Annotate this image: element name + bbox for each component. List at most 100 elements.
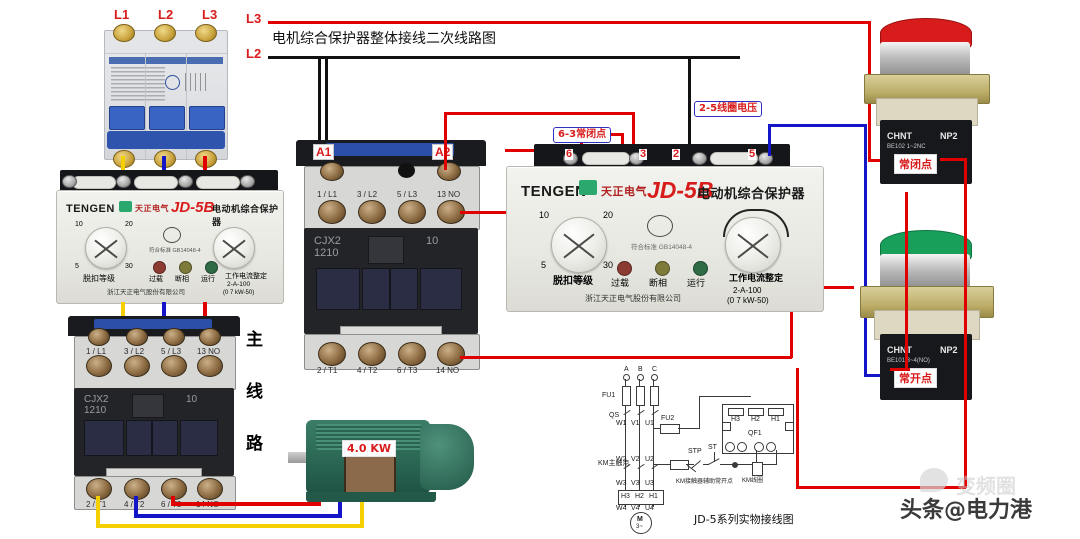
- contactor-top-screw-a2: [437, 162, 461, 181]
- schematic-supply-c: C: [652, 366, 658, 373]
- schematic-line3-u3: U3: [645, 480, 654, 487]
- page-title: 电机综合保护器整体接线二次线路图: [272, 31, 496, 47]
- schematic-motor-symbol: [630, 512, 652, 534]
- contactor-top-screw-1l1: [318, 200, 346, 224]
- protector-left-led-label-overload: 过载: [149, 275, 163, 283]
- schematic-line2-u2: U2: [645, 456, 654, 463]
- pushbutton-start[interactable]: CHNT NP2 BE101 3~4(NO) 常开点: [852, 222, 1000, 406]
- protector-right-term-label-2: 2: [672, 148, 681, 160]
- breaker-terminal-screw: [195, 24, 217, 42]
- schematic-blk-h3: H3: [731, 416, 740, 423]
- schematic-line1-u1: U1: [645, 420, 654, 427]
- protector-right-tick-20: 20: [603, 210, 614, 220]
- schematic-control-top: [699, 396, 751, 397]
- schematic-fu2-lead: [653, 428, 661, 429]
- schematic-blk-right-run: [776, 450, 777, 464]
- contactor-top-screw-4t2: [358, 342, 386, 366]
- wire-bottom-red-down: [171, 496, 175, 506]
- wire-to-term3: [632, 112, 635, 152]
- schematic-motor-label: M: [637, 516, 643, 523]
- phase-label-l1: L1: [114, 7, 130, 22]
- schematic-fu2-label: FU2: [661, 415, 675, 422]
- breaker-toggle[interactable]: [109, 106, 145, 130]
- contactor-bottom-screw-top-4: [199, 328, 221, 346]
- contactor-top-tag-a2: A2: [432, 144, 454, 160]
- schematic-qs-label: QS: [609, 412, 620, 419]
- schematic-aux-note: KM接触器辅助常开点: [676, 479, 734, 485]
- schematic-line2-v2: V2: [631, 456, 640, 463]
- protector-right-tick-10: 10: [539, 210, 550, 220]
- motor-terminal-box: [344, 452, 396, 496]
- schematic-km-main-label: KM主触点: [598, 460, 630, 467]
- protector-right-product: 电动机综合保护器: [697, 187, 806, 202]
- protector-right-slot: [710, 152, 758, 165]
- protector-right-current-sub: (0 7 kW-50): [727, 296, 769, 305]
- contactor-top-label-14no: 14 NO: [436, 366, 460, 375]
- protector-left-slot: [196, 176, 240, 189]
- pushbutton-start-bezel: [880, 254, 970, 288]
- schematic-control-riser: [699, 396, 700, 429]
- protector-left-current-range: 2-A-100: [227, 281, 251, 288]
- wire-bottom-yellow-right: [96, 524, 364, 528]
- protector-left-terminal-screw: [62, 175, 77, 188]
- breaker-seam: [186, 53, 187, 159]
- protector-left-trip-dial[interactable]: [85, 227, 127, 269]
- contactor-bottom-label-5l3: 5 / L3: [161, 347, 182, 356]
- contactor-top-screw-5l3: [398, 200, 426, 224]
- protector-left-brand: TENGEN: [66, 203, 115, 215]
- wire-stop-lower-stub: [905, 192, 908, 218]
- protector-right-term-label-6: 6: [565, 148, 574, 160]
- schematic-terminal-dot: [737, 442, 747, 452]
- schematic-line1-v1: V1: [631, 420, 640, 427]
- pushbutton-stop[interactable]: CHNT NP2 BE102 1~2NC 常闭点: [852, 14, 1000, 194]
- schematic-ct-block: [618, 490, 664, 505]
- protector-right-model: JD-5B: [647, 177, 714, 203]
- breaker-terminal-screw: [154, 24, 176, 42]
- breaker-tie-bar[interactable]: [107, 131, 225, 149]
- breaker-toggle[interactable]: [149, 106, 185, 130]
- protector-right-company: 浙江天正电气股份有限公司: [585, 294, 681, 303]
- wire-l2-down-a1: [318, 56, 321, 145]
- breaker-cert-icon: [165, 75, 180, 90]
- contactor-top-window: [316, 268, 360, 310]
- schematic-fuse-1c: [650, 386, 659, 406]
- protector-left: TENGEN 天正电气 JD-5B 电动机综合保护器 10 20 5 30 脱扣…: [56, 190, 284, 304]
- protector-right-screw-2: [692, 152, 707, 165]
- schematic-st-top: [714, 452, 715, 462]
- protector-left-current-dial[interactable]: [213, 227, 255, 269]
- breaker-coil-icon: [185, 73, 207, 91]
- protector-left-led-phase: [179, 261, 192, 274]
- protector-right-ccc-icon: [647, 215, 673, 237]
- protector-right-dial-arrow-icon: [723, 209, 789, 237]
- breaker-seam: [145, 53, 146, 159]
- protector-right-term-label-3: 3: [639, 148, 648, 160]
- protector-left-product: 电动机综合保护器: [212, 205, 279, 228]
- phase-label-l3-bus: L3: [246, 11, 262, 26]
- protector-right-led-label-overload: 过载: [611, 279, 630, 289]
- contactor-bottom-screw-1l1: [86, 355, 112, 377]
- contactor-top-window: [362, 268, 390, 310]
- wire-blue-down-long: [864, 124, 867, 376]
- schematic-fuse-2: [660, 424, 680, 434]
- protector-right-brand-cn: 天正电气: [601, 185, 647, 198]
- protector-left-terminal-screw: [178, 175, 193, 188]
- protector-right-brand: TENGEN: [521, 183, 587, 200]
- pushbutton-start-code: BE101 3~4(NO): [887, 358, 930, 364]
- protector-left-led-label-run: 运行: [201, 275, 215, 283]
- schematic-terminal-dot: [725, 442, 735, 452]
- breaker-toggle[interactable]: [189, 106, 225, 130]
- protector-right-led-run: [693, 261, 708, 276]
- protector-right-trip-dial[interactable]: [551, 217, 607, 273]
- contactor-top-label-13no: 13 NO: [437, 190, 461, 199]
- schematic-ct-h3: H3: [621, 493, 630, 500]
- protector-right-led-phase: [655, 261, 670, 276]
- schematic-terminal-dot: [766, 442, 776, 452]
- contactor-top-label-4t2: 4 / T2: [357, 366, 378, 375]
- schematic-coil-lead: [756, 450, 757, 464]
- protector-right-slot: [582, 152, 630, 165]
- pushbutton-start-model: NP2: [940, 345, 958, 355]
- contactor-bottom-window: [126, 420, 152, 456]
- protector-left-terminal-screw: [116, 175, 131, 188]
- contactor-top-label-2t1: 2 / T1: [317, 366, 338, 375]
- contactor-top-knob: [398, 163, 415, 178]
